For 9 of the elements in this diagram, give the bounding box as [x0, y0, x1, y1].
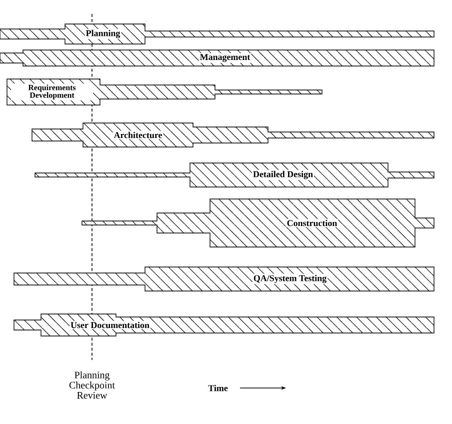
gantt-bar [82, 198, 434, 248]
gantt-bar [32, 122, 434, 148]
gantt-bar [34, 162, 434, 188]
gantt-bar [0, 24, 434, 44]
gantt-bar [14, 314, 434, 336]
gantt-bar [14, 266, 434, 292]
gantt-bar: Management [198, 53, 252, 63]
axis-label: Time [208, 384, 228, 392]
checkpoint-label: Planning Checkpoint Review [69, 371, 115, 399]
